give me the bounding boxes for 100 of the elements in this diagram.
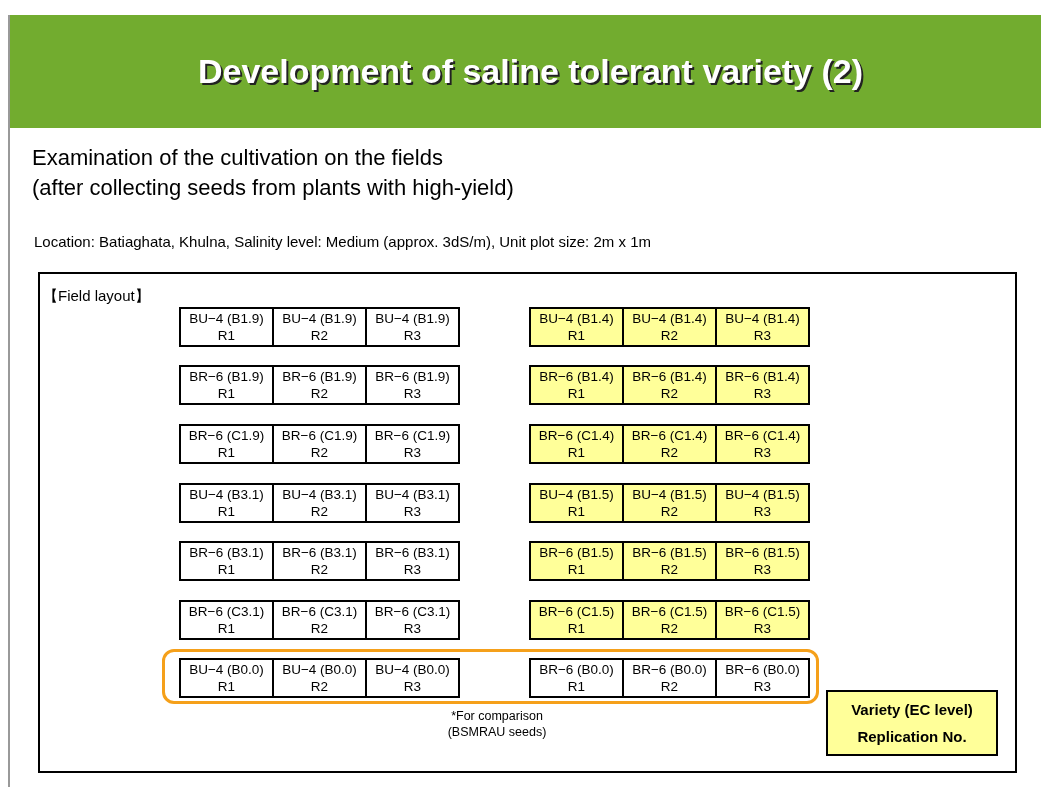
variety-label: BU−4 (B1.9) [282,310,357,327]
legend-variety-text: Variety (EC level) [851,701,973,718]
plot-cell [365,658,460,698]
replication-label: R2 [310,503,329,520]
plot-cell [529,541,624,581]
plot-cell [272,307,367,347]
replication-label: R1 [217,327,236,344]
plot-cell [272,600,367,640]
replication-label: R2 [310,327,329,344]
replication-label: R2 [660,444,679,461]
plot-cell [365,424,460,464]
replication-label: R2 [660,620,679,637]
replication-label: R3 [403,620,422,637]
variety-label: BU−4 (B1.5) [632,486,707,503]
variety-label: BR−6 (B1.5) [725,544,800,561]
field-layout-frame [38,272,1017,773]
plot-cell [622,658,717,698]
variety-label: BU−4 (B0.0) [282,661,357,678]
variety-label: BR−6 (B1.4) [632,368,707,385]
replication-label: R1 [217,444,236,461]
replication-label: R1 [217,385,236,402]
replication-label: R1 [567,561,586,578]
variety-label: BR−6 (B3.1) [375,544,450,561]
variety-label: BU−4 (B3.1) [189,486,264,503]
replication-label: R3 [753,503,772,520]
variety-label: BR−6 (C1.5) [631,603,708,620]
replication-label: R2 [660,561,679,578]
plot-cell [179,600,274,640]
plot-cell [179,483,274,523]
variety-label: BR−6 (B1.4) [539,368,614,385]
replication-label: R3 [753,327,772,344]
plot-cell [272,483,367,523]
plot-cell [622,483,717,523]
replication-label: R3 [403,385,422,402]
variety-label: BR−6 (B1.5) [632,544,707,561]
replication-label: R1 [217,503,236,520]
variety-label: BU−4 (B1.5) [725,486,800,503]
title-text: Development of saline tolerant variety (2) [197,52,864,91]
replication-label: R3 [403,444,422,461]
plot-cell [272,658,367,698]
plot-cell [622,307,717,347]
variety-label: BR−6 (C1.9) [188,427,265,444]
plot-cell [179,424,274,464]
plot-cell [529,365,624,405]
replication-label: R2 [660,385,679,402]
replication-label: R2 [660,327,679,344]
replication-label: R3 [753,385,772,402]
variety-label: BR−6 (B0.0) [632,661,707,678]
plot-cell [529,307,624,347]
replication-label: R2 [310,444,329,461]
frame-heading: 【Field layout】 [43,287,150,306]
plot-cell [365,483,460,523]
plot-cell [715,365,810,405]
variety-label: BU−4 (B0.0) [375,661,450,678]
replication-label: R3 [403,327,422,344]
plot-cell [272,365,367,405]
footnote-text: *For comparison (BSMRAU seeds) [446,708,548,740]
variety-label: BR−6 (B3.1) [282,544,357,561]
plot-cell [529,600,624,640]
variety-label: BR−6 (C1.9) [281,427,358,444]
variety-label: BR−6 (C1.5) [538,603,615,620]
variety-label: BU−4 (B1.9) [375,310,450,327]
highlight-outline [162,649,819,704]
replication-label: R1 [217,620,236,637]
location-text: Location: Batiaghata, Khulna, Salinity level: Medium (approx. 3dS/m), Unit plot size: 2m x 1m [34,233,651,250]
variety-label: BR−6 (B3.1) [189,544,264,561]
replication-label: R1 [567,678,586,695]
variety-label: BR−6 (C3.1) [281,603,358,620]
replication-label: R3 [403,561,422,578]
plot-cell [179,307,274,347]
subtitle-text: (after collecting seeds from plants with high-yield) [32,175,514,201]
plot-cell [715,483,810,523]
variety-label: BR−6 (B0.0) [725,661,800,678]
variety-label: BU−4 (B1.4) [725,310,800,327]
variety-label: BR−6 (C3.1) [374,603,451,620]
variety-label: BR−6 (B1.5) [539,544,614,561]
replication-label: R2 [310,385,329,402]
variety-label: BR−6 (C1.4) [631,427,708,444]
replication-label: R3 [753,561,772,578]
replication-label: R1 [567,620,586,637]
variety-label: BR−6 (C3.1) [188,603,265,620]
plot-cell [365,600,460,640]
plot-cell [715,658,810,698]
variety-label: BR−6 (B0.0) [539,661,614,678]
variety-label: BR−6 (C1.9) [374,427,451,444]
plot-cell [715,541,810,581]
plot-cell [622,365,717,405]
replication-label: R1 [567,444,586,461]
plot-cell [622,541,717,581]
plot-cell [715,424,810,464]
plot-cell [365,307,460,347]
plot-cell [622,424,717,464]
plot-cell [179,365,274,405]
replication-label: R3 [753,620,772,637]
legend-replication-text: Replication No. [857,728,967,745]
variety-label: BR−6 (C1.5) [724,603,801,620]
variety-label: BU−4 (B0.0) [189,661,264,678]
variety-label: BR−6 (C1.4) [724,427,801,444]
replication-label: R1 [567,385,586,402]
plot-cell [365,365,460,405]
